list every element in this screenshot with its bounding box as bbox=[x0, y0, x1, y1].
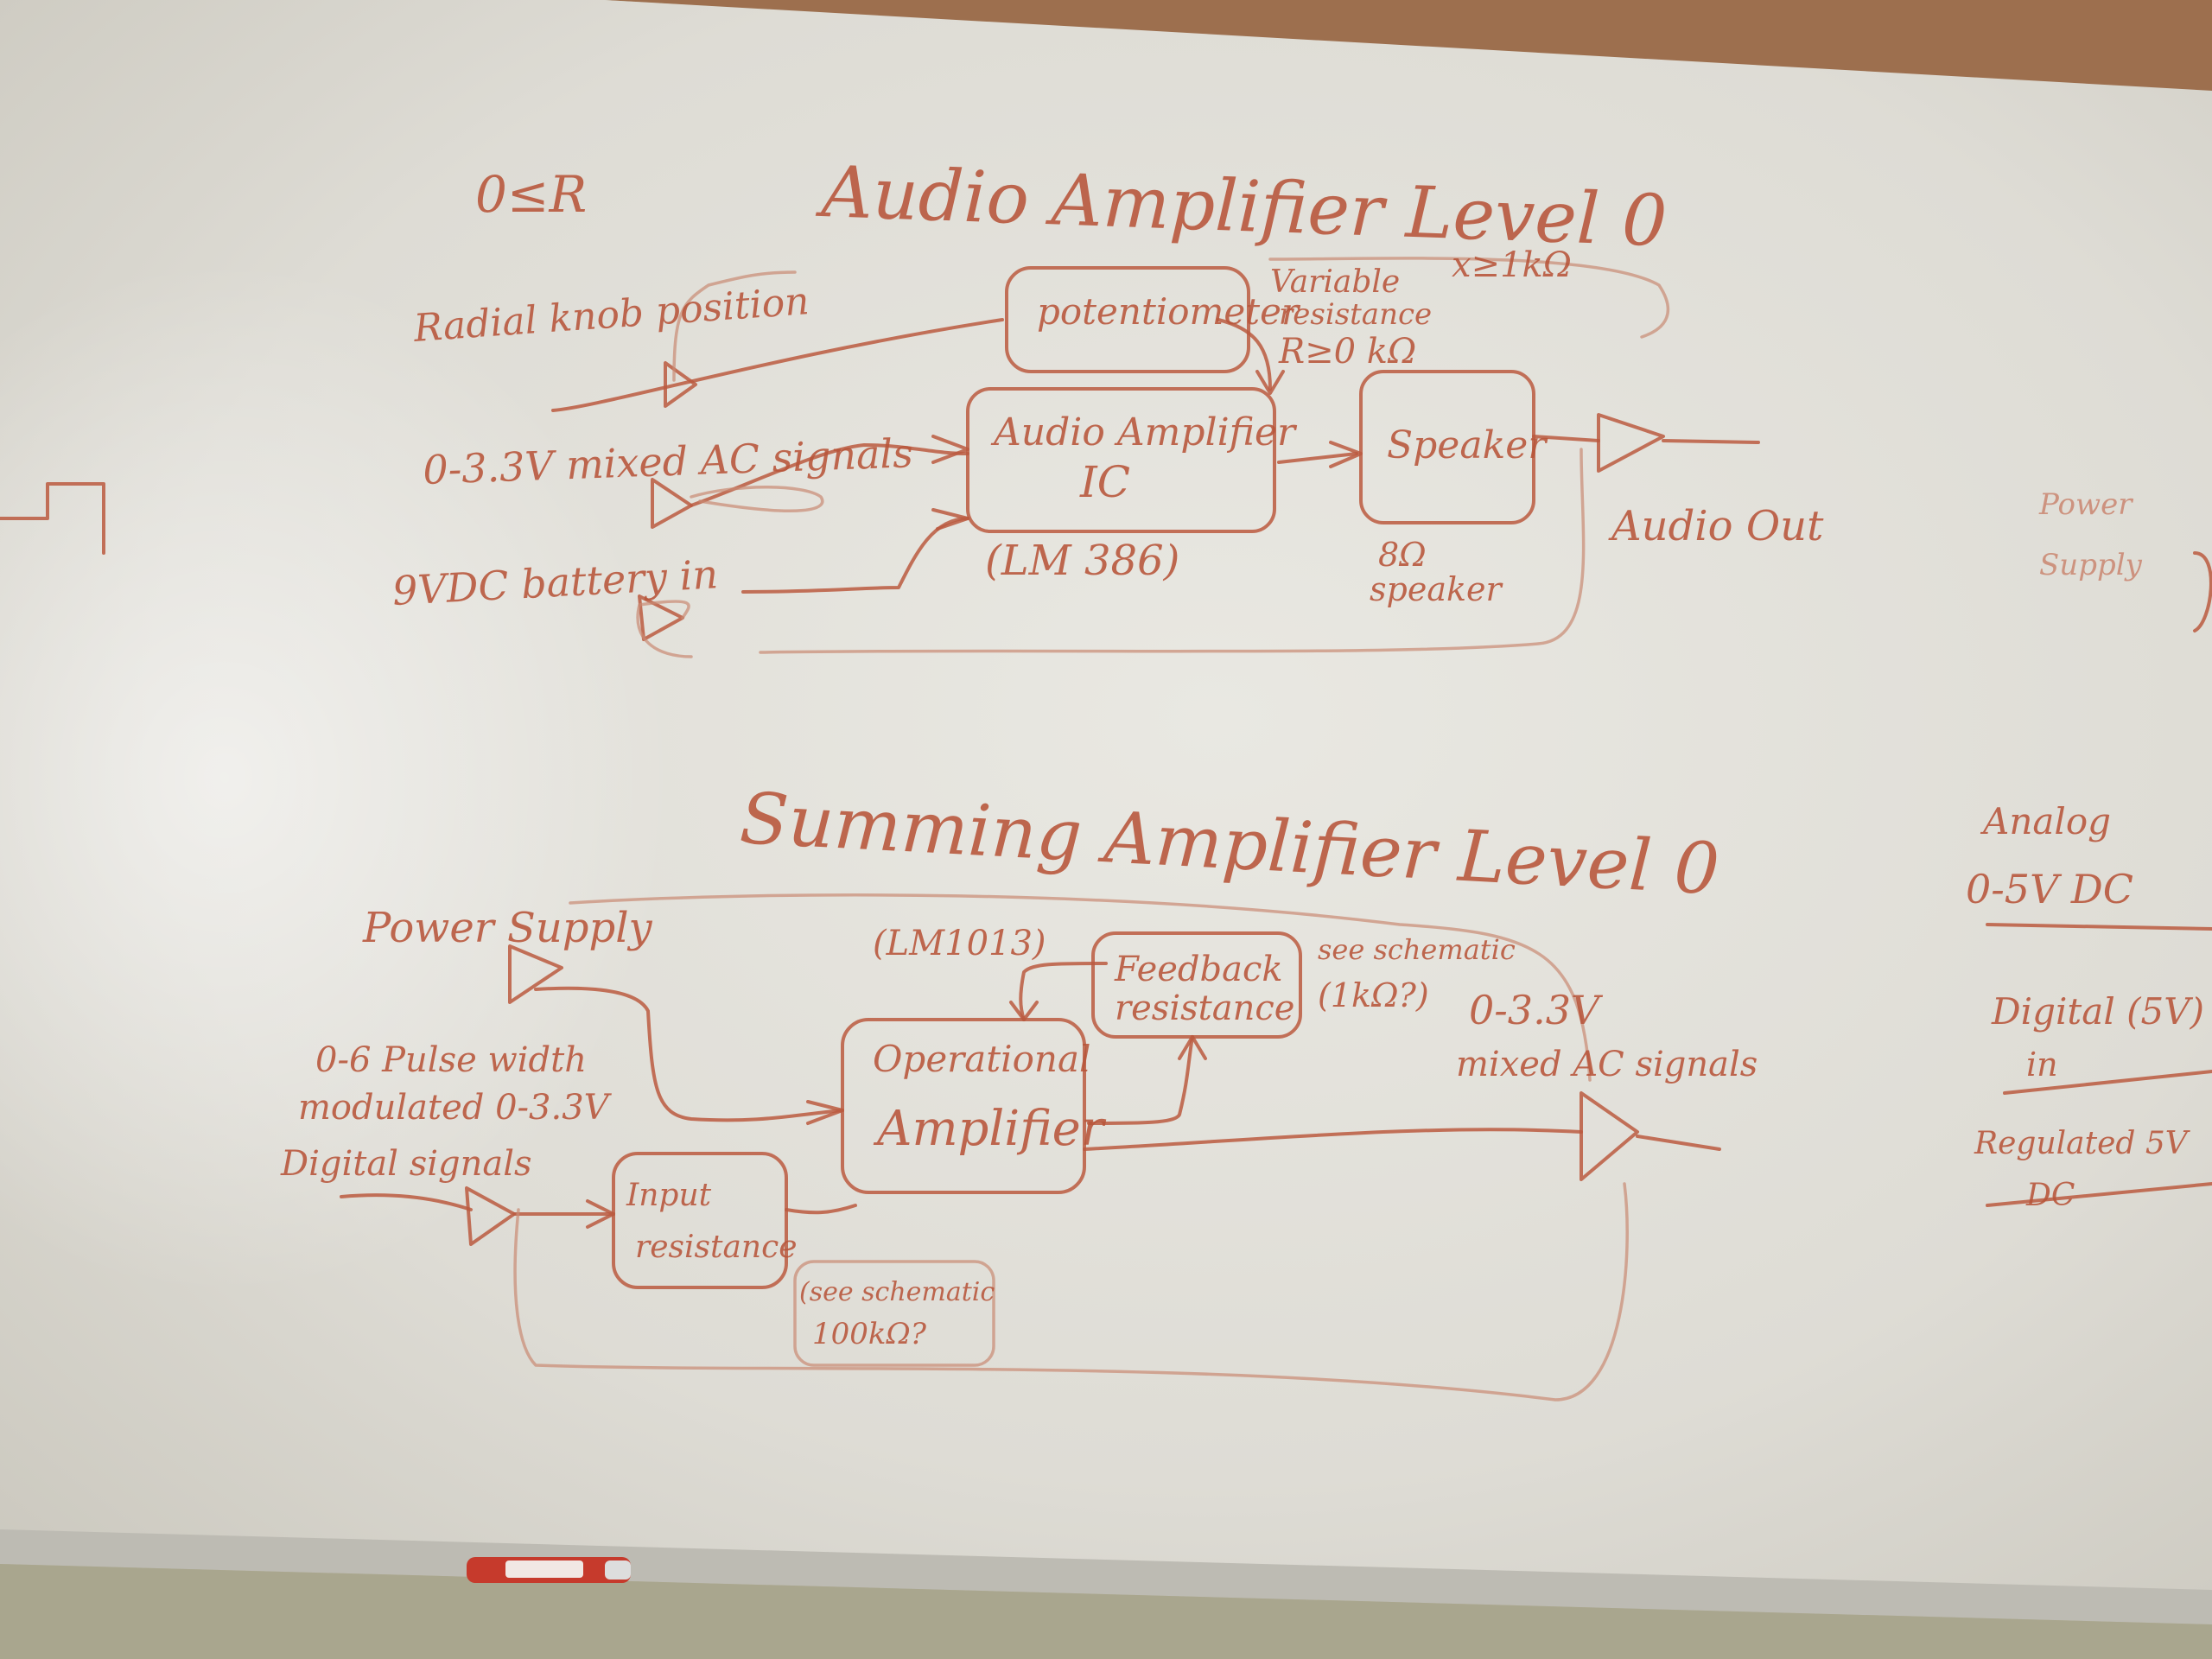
arrow-input-box bbox=[586, 1199, 615, 1229]
right-regulated-2: DC bbox=[2025, 1178, 2075, 1213]
input-note-2: 100kΩ? bbox=[812, 1317, 927, 1351]
arrow-opamp-top bbox=[1009, 1001, 1039, 1021]
arrow-feedback bbox=[1178, 1035, 1207, 1060]
wire-speaker-to-out bbox=[1532, 435, 1600, 442]
wire-pwm bbox=[340, 1193, 473, 1211]
power-supply-label: Power Supply bbox=[362, 904, 653, 952]
feedback-note-2: (1kΩ?) bbox=[1318, 976, 1429, 1014]
feedback-line2: resistance bbox=[1115, 988, 1294, 1028]
opamp-part-label: (LM1013) bbox=[873, 924, 1046, 963]
right-edge-line-3 bbox=[1986, 923, 2212, 931]
output-triangle bbox=[1580, 1091, 1639, 1181]
input-resistance-line1: Input bbox=[626, 1178, 712, 1213]
wire-out bbox=[1662, 439, 1760, 444]
wire-ground-loop bbox=[513, 1182, 1629, 1402]
speaker-label: Speaker bbox=[1387, 423, 1548, 467]
speaker-spec-2: speaker bbox=[1370, 570, 1503, 608]
opamp-line2: Amplifier bbox=[873, 1101, 1107, 1157]
audio-out-label: Audio Out bbox=[1608, 502, 1824, 550]
wire-signal-loop bbox=[690, 486, 824, 512]
right-edge-line-2 bbox=[1986, 1182, 2212, 1207]
marker-tray bbox=[0, 1529, 2212, 1624]
top-diagram bbox=[551, 257, 1760, 658]
top-right-note: x≥1kΩ bbox=[1452, 245, 1572, 285]
amp-ic-line2: IC bbox=[1079, 457, 1130, 507]
potentiometer-box bbox=[1005, 266, 1250, 373]
variable-resistance-3: R≥0 kΩ bbox=[1278, 332, 1416, 372]
wire-power-top bbox=[569, 893, 1592, 1082]
amp-ic-part: (LM 386) bbox=[985, 537, 1179, 585]
wire-feedback-to-opamp bbox=[1019, 962, 1108, 1021]
feedback-box bbox=[1091, 931, 1302, 1039]
tray-lip bbox=[0, 1564, 2212, 1659]
bracket-power bbox=[759, 448, 1586, 654]
arrow-pot bbox=[1255, 370, 1285, 395]
right-power-2: Supply bbox=[2039, 548, 2143, 582]
wire-out-line bbox=[1636, 1135, 1721, 1151]
wire-pot-to-ic bbox=[1217, 318, 1272, 391]
input-note-1: (see schematic bbox=[799, 1277, 995, 1307]
right-analog-1: Analog bbox=[1980, 800, 2111, 842]
right-analog-2: 0-5V DC bbox=[1966, 866, 2133, 912]
variable-resistance-1: Variable bbox=[1270, 264, 1400, 300]
whiteboard-surface bbox=[0, 0, 2212, 1594]
power-input-triangle bbox=[508, 944, 563, 1004]
left-edge-mark bbox=[0, 482, 105, 555]
speaker-spec-1: 8Ω bbox=[1378, 536, 1427, 574]
audio-amp-ic-box bbox=[966, 387, 1276, 533]
pwm-input-triangle bbox=[465, 1186, 516, 1246]
wire-ic-to-speaker bbox=[1277, 452, 1358, 464]
wire-input-to-opamp bbox=[785, 1204, 857, 1215]
output-line2: mixed AC signals bbox=[1456, 1045, 1758, 1084]
wire-battery-loop bbox=[636, 600, 693, 658]
right-digital-1: Digital (5V) bbox=[1991, 990, 2204, 1033]
input-resistance-line2: resistance bbox=[635, 1230, 798, 1265]
arrow-ic-2 bbox=[931, 508, 969, 531]
arrow-speaker bbox=[1329, 441, 1363, 468]
pwm-line1: 0-6 Pulse width bbox=[315, 1040, 587, 1080]
opamp-line1: Operational bbox=[873, 1038, 1090, 1080]
input-note-box bbox=[793, 1260, 995, 1367]
light-glare bbox=[0, 259, 674, 1296]
feedback-note-1: see schematic bbox=[1318, 933, 1516, 966]
wire-power-to-opamp bbox=[534, 986, 844, 1122]
knob-input-triangle bbox=[664, 361, 697, 408]
right-digital-2: in bbox=[2026, 1046, 2058, 1084]
right-edge-bracket bbox=[2193, 551, 2212, 632]
signal-input-triangle bbox=[651, 478, 693, 529]
variable-resistance-2: resistance bbox=[1279, 297, 1432, 332]
wire-signal bbox=[690, 443, 969, 507]
left-note: 0≤R bbox=[475, 165, 587, 224]
bottom-diagram bbox=[340, 893, 1721, 1402]
marker-icon bbox=[467, 1557, 631, 1583]
pwm-line3: Digital signals bbox=[280, 1144, 532, 1184]
potentiometer-label: potentiometer bbox=[1037, 290, 1301, 333]
wire-knob-loop bbox=[672, 270, 797, 382]
right-power-1: Power bbox=[2038, 487, 2133, 522]
arrow-opamp-in bbox=[806, 1100, 844, 1125]
battery-input-triangle bbox=[638, 594, 684, 641]
output-line1: 0-3.3V bbox=[1469, 987, 1604, 1033]
input-resistance-box bbox=[612, 1152, 788, 1289]
arrow-ic-1 bbox=[931, 435, 969, 464]
wire-opamp-to-feedback bbox=[1087, 1035, 1194, 1125]
right-edge-line bbox=[2003, 1070, 2212, 1095]
opamp-box bbox=[841, 1018, 1086, 1194]
feedback-line1: Feedback bbox=[1114, 950, 1283, 989]
speaker-box bbox=[1359, 370, 1535, 524]
audio-out-triangle bbox=[1597, 413, 1665, 473]
right-regulated-1: Regulated 5V bbox=[1974, 1126, 2191, 1161]
amp-ic-line1: Audio Amplifier bbox=[990, 410, 1298, 454]
wire-opamp-out bbox=[1083, 1128, 1583, 1151]
bracket-top bbox=[1268, 257, 1669, 339]
wire-knob bbox=[551, 318, 1004, 412]
pwm-line2: modulated 0-3.3V bbox=[298, 1088, 613, 1128]
